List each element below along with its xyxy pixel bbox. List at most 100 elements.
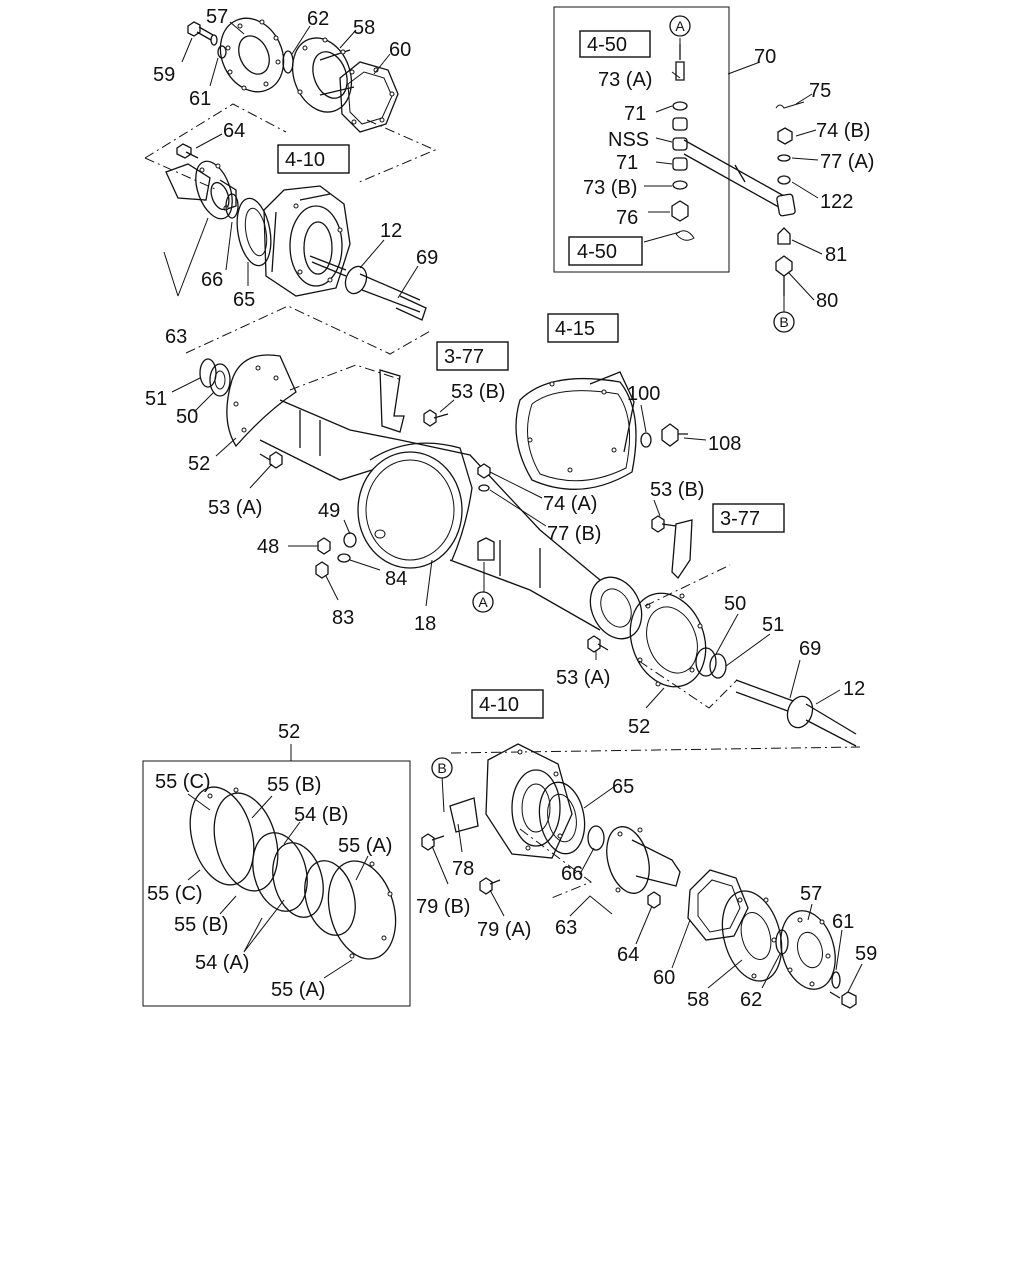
marker-a-top-label: A (675, 18, 685, 34)
marker-a-middle-label: A (478, 594, 488, 610)
part-label: 65 (233, 289, 255, 311)
dashed-boundary-1 (144, 103, 287, 159)
part-label: 53 (B) (451, 381, 505, 403)
gasket-65-bottom (538, 781, 586, 855)
housing-tube-upper (279, 399, 601, 581)
lock-washer-61-bottom (831, 971, 841, 989)
bolt-53a-right (587, 635, 609, 653)
ref-box-3-77-lower (712, 503, 785, 533)
part-label: 83 (332, 607, 354, 629)
part-label: 66 (201, 269, 223, 291)
part-label: 77 (A) (820, 151, 874, 173)
part-label: 61 (189, 88, 211, 110)
part-label: 122 (820, 191, 853, 213)
bearing-66-bottom (587, 825, 605, 851)
part-label: 71 (616, 152, 638, 174)
part-label: 52 (628, 716, 650, 738)
ring-54a (304, 860, 356, 936)
part-label: 75 (809, 80, 831, 102)
part-label: 50 (724, 593, 746, 615)
cotter-pin-76 (675, 230, 695, 241)
bolt-59-top (187, 21, 214, 41)
differential-cover-18 (357, 442, 473, 569)
bearing-50-left (209, 363, 231, 397)
top-left-hub-group (165, 17, 427, 321)
tie-rod-bar-70 (683, 139, 785, 211)
shim-55a (327, 860, 397, 960)
ref-box-3-77-upper (436, 341, 509, 371)
part-label: 69 (416, 247, 438, 269)
dashed-boundary-6 (638, 660, 738, 709)
bolt-53a-left (259, 451, 283, 469)
part-label: 55 (C) (147, 883, 203, 905)
part-label: 59 (153, 64, 175, 86)
bolt-64-top (176, 143, 199, 159)
part-label: NSS (608, 129, 649, 151)
ref-label-3-77-lower: 3-77 (720, 508, 760, 530)
ref-label-4-10-bottom: 4-10 (479, 694, 519, 716)
knuckle-housing-top (263, 185, 351, 297)
breather-fitting (477, 537, 495, 561)
plug-48 (317, 537, 331, 555)
part-label: 108 (708, 433, 741, 455)
part-label: 79 (B) (416, 896, 470, 918)
shaft-69-bottom (735, 679, 857, 747)
part-label: 71 (624, 103, 646, 125)
ref-box-4-10-bottom (471, 689, 544, 719)
part-label: 57 (206, 6, 228, 28)
part-label: 50 (176, 406, 198, 428)
seal-51-left (199, 358, 217, 388)
bushing-71-upper (672, 117, 688, 131)
marker-a-top (669, 15, 691, 37)
part-label: 80 (816, 290, 838, 312)
dashed-boundary-7 (644, 564, 731, 607)
grease-nipple-81 (777, 227, 791, 245)
gasket-60-bottom (687, 869, 749, 941)
bearing-66-top (225, 193, 239, 219)
axle-housing-group (199, 354, 857, 747)
washer-73a (672, 101, 688, 111)
bolt-79b (421, 833, 445, 851)
part-label: 55 (B) (267, 774, 321, 796)
leader-lines (163, 21, 863, 993)
part-label: 84 (385, 568, 407, 590)
ring-54b-inner (272, 842, 324, 918)
washer-77a (777, 154, 791, 162)
part-label: 51 (762, 614, 784, 636)
marker-b-right-label: B (779, 314, 788, 330)
part-label: 53 (B) (650, 479, 704, 501)
part-label: 73 (B) (583, 177, 637, 199)
part-label: 73 (A) (598, 69, 652, 91)
washer-77b (478, 484, 490, 492)
bolt-53b-right (651, 515, 677, 533)
flange-detail-frame (142, 760, 411, 1007)
part-label: 60 (653, 967, 675, 989)
dashed-boundary-2 (144, 157, 216, 190)
part-label: 54 (B) (294, 804, 348, 826)
dashed-boundary-9 (519, 828, 593, 900)
dashed-boundary-3 (356, 119, 437, 184)
part-label: 76 (616, 207, 638, 229)
bolt-79a (479, 877, 501, 895)
housing-right-end (589, 576, 643, 640)
part-label: 60 (389, 39, 411, 61)
plug-108 (661, 423, 688, 447)
part-label: 51 (145, 388, 167, 410)
nut-74a (477, 463, 491, 479)
part-label: 74 (B) (816, 120, 870, 142)
marker-b-right (773, 311, 795, 333)
hub-flange-58-top (292, 37, 355, 113)
part-label: 77 (B) (547, 523, 601, 545)
part-label: 63 (555, 917, 577, 939)
washer-73b (672, 180, 688, 190)
part-label: 79 (A) (477, 919, 531, 941)
marker-b-bottom-label: B (437, 760, 446, 776)
cotter-pin-75 (775, 101, 805, 109)
bolt-53b-upper (423, 409, 449, 427)
part-number-labels: 57 62 58 60 59 61 64 12 69 66 65 63 70 7… (145, 6, 877, 1011)
tie-rod-end (776, 193, 796, 217)
bracket-3-77-upper (379, 369, 405, 433)
ref-box-4-15 (547, 313, 619, 343)
reference-boxes: 4-50 4-50 4-10 4-15 3-77 3-77 4-10 (277, 30, 785, 719)
